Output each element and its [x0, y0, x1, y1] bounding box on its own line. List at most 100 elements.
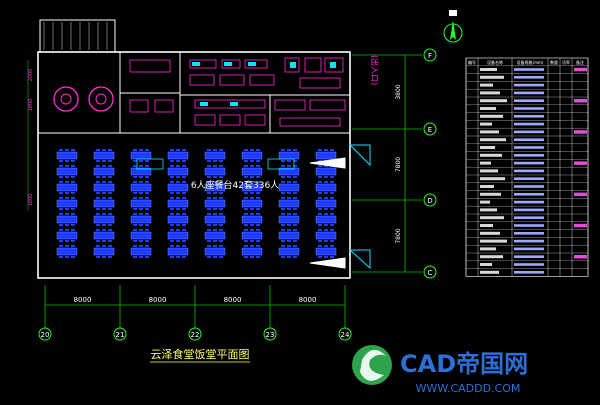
- table-seat: [256, 197, 260, 199]
- table-seat: [102, 256, 106, 258]
- legend-name-text: [480, 263, 492, 266]
- table-seat: [256, 165, 260, 167]
- table-seat: [170, 181, 174, 183]
- table-seat: [133, 229, 137, 231]
- watermark-logo: CAD帝国网 WWW.CADDD.COM: [352, 345, 528, 395]
- table-seat: [213, 229, 217, 231]
- table-seat: [330, 181, 334, 183]
- table-seat: [176, 213, 180, 215]
- table-seat: [256, 208, 260, 210]
- dining-table: [130, 199, 152, 208]
- legend-spec-text: [514, 232, 544, 235]
- row-axis-label: F: [428, 52, 432, 60]
- table-seat: [139, 176, 143, 178]
- legend-spec-text: [514, 193, 544, 196]
- table-seat: [65, 224, 69, 226]
- table-seat: [207, 160, 211, 162]
- table-seat: [207, 176, 211, 178]
- equipment-unit: [244, 114, 266, 126]
- dining-table: [93, 215, 115, 224]
- equipment-fixture: [230, 102, 238, 106]
- legend-name-text: [480, 153, 502, 157]
- table-seat: [293, 165, 297, 167]
- table-seat: [182, 160, 186, 162]
- table-seat: [250, 224, 254, 226]
- table-seat: [207, 181, 211, 183]
- table-seat: [287, 208, 291, 210]
- equipment-unit: [189, 74, 215, 86]
- column-axis-label: 23: [266, 331, 275, 339]
- table-seat: [71, 197, 75, 199]
- dining-table: [241, 183, 263, 192]
- table-seat: [59, 208, 63, 210]
- table-seat: [170, 229, 174, 231]
- table-seat: [139, 192, 143, 194]
- legend-spec-text: [514, 185, 544, 188]
- table-seat: [281, 197, 285, 199]
- table-seat: [324, 229, 328, 231]
- equipment-unit: [219, 74, 245, 86]
- table-seat: [287, 213, 291, 215]
- table-seat: [176, 256, 180, 258]
- equipment-unit: [154, 99, 174, 113]
- table-seat: [244, 213, 248, 215]
- table-seat: [145, 165, 149, 167]
- dining-table: [278, 151, 300, 160]
- legend-name-text: [480, 208, 497, 212]
- legend-note-highlight: [574, 99, 587, 103]
- table-seat: [250, 240, 254, 242]
- table-seat: [250, 229, 254, 231]
- legend-header: 设备规格(mm): [517, 59, 544, 65]
- table-seat: [219, 208, 223, 210]
- table-seat: [207, 256, 211, 258]
- table-seat: [176, 240, 180, 242]
- table-seat: [102, 149, 106, 151]
- table-seat: [145, 240, 149, 242]
- table-seat: [250, 160, 254, 162]
- table-seat: [287, 160, 291, 162]
- table-seat: [207, 240, 211, 242]
- table-seat: [219, 229, 223, 231]
- equipment-unit: [194, 99, 266, 109]
- north-arrow-icon: [443, 10, 463, 43]
- table-seat: [256, 192, 260, 194]
- table-seat: [108, 208, 112, 210]
- table-seat: [139, 149, 143, 151]
- table-seat: [324, 149, 328, 151]
- dining-table: [167, 215, 189, 224]
- table-seat: [207, 149, 211, 151]
- table-seat: [176, 245, 180, 247]
- table-seat: [108, 181, 112, 183]
- legend-header: 编号: [468, 59, 476, 65]
- table-seat: [330, 224, 334, 226]
- table-seat: [281, 240, 285, 242]
- legend-spec-text: [514, 224, 544, 227]
- table-seat: [71, 165, 75, 167]
- table-seat: [318, 181, 322, 183]
- table-seat: [170, 208, 174, 210]
- table-seat: [318, 192, 322, 194]
- table-seat: [324, 165, 328, 167]
- equipment-fixture: [290, 62, 296, 68]
- table-seat: [108, 224, 112, 226]
- legend-name-text: [480, 255, 503, 259]
- table-seat: [293, 197, 297, 199]
- equipment-unit: [194, 114, 216, 126]
- legend-spec-text: [514, 169, 544, 173]
- horizontal-dimension-label: 8000: [224, 296, 242, 304]
- watermark-brand: CAD帝国网: [400, 350, 528, 378]
- table-seat: [293, 256, 297, 258]
- table-seat: [318, 224, 322, 226]
- legend-header: 备注: [576, 59, 584, 65]
- equipment-unit: [129, 99, 149, 113]
- table-seat: [324, 181, 328, 183]
- row-axis-label: D: [427, 197, 432, 205]
- table-seat: [145, 208, 149, 210]
- dining-table: [315, 183, 337, 192]
- legend-spec-text: [514, 130, 544, 134]
- table-seat: [207, 165, 211, 167]
- dining-table: [204, 167, 226, 176]
- entrance-doors: [309, 144, 371, 270]
- column-axis-bubble: [188, 327, 202, 341]
- table-seat: [244, 256, 248, 258]
